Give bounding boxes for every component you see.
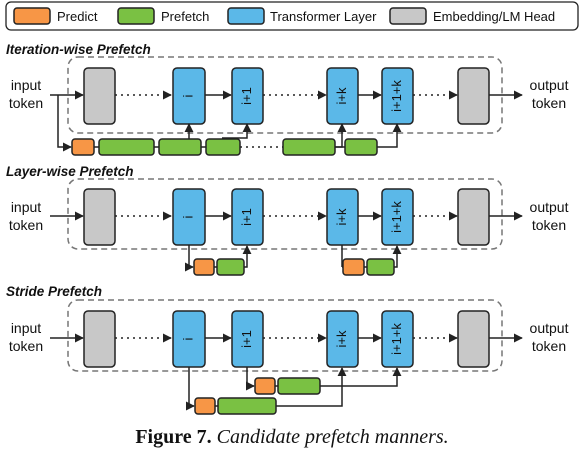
legend: Predict Prefetch Transformer Layer Embed… [5,1,579,31]
output-label: token [532,338,566,354]
output-label: token [532,95,566,111]
layer-label: i [180,215,195,218]
legend-label-transformer: Transformer Layer [270,9,377,24]
prefetch-block [282,138,336,156]
layer-label: i+1 [239,208,254,226]
legend-label-prefetch: Prefetch [161,9,209,24]
figure-caption: Figure 7. Candidate prefetch manners. [0,426,584,466]
section-layer-wise: Layer-wise Prefetch input token output t… [6,164,569,276]
prefetch-block [217,397,277,415]
transformer-layer [381,188,414,246]
section-title: Iteration-wise Prefetch [6,42,151,57]
predict-block [254,377,276,395]
input-label: input [11,77,41,93]
layer-label: i+1 [239,87,254,105]
legend-swatch-embedding [389,7,427,25]
predict-block [194,397,216,415]
predict-block [71,138,95,156]
predict-block [342,258,365,276]
layer-label: i+k [334,87,349,104]
input-label: token [9,217,43,233]
output-label: output [530,199,569,215]
input-label: token [9,95,43,111]
prefetch-block [216,258,245,276]
model-boundary [67,178,503,250]
section-title: Layer-wise Prefetch [6,164,134,179]
embedding-block [83,310,116,368]
layer-label: i [180,337,195,340]
layer-label: i+k [334,330,349,347]
input-label: input [11,320,41,336]
lm-head-block [457,67,490,125]
prefetch-diagram: Predict Prefetch Transformer Layer Embed… [5,1,579,415]
prefetch-block [205,138,241,156]
section-title: Stride Prefetch [6,284,102,299]
lm-head-block [457,188,490,246]
section-iteration-wise: Iteration-wise Prefetch input token outp… [6,42,569,156]
layer-label: i+k [334,208,349,225]
legend-swatch-predict [13,7,51,25]
legend-swatch-prefetch [117,7,155,25]
output-label: output [530,77,569,93]
figure-number: Figure 7. [135,426,212,448]
legend-swatch-transformer [227,7,265,25]
layer-label: i+1 [239,330,254,348]
prefetch-block [98,138,155,156]
embedding-block [83,188,116,246]
caption-text: Candidate prefetch manners. [216,426,449,448]
model-boundary [67,299,503,372]
prefetch-block [158,138,202,156]
legend-label-predict: Predict [57,9,98,24]
section-stride: Stride Prefetch input token output token… [6,284,569,415]
input-label: token [9,338,43,354]
embedding-block [83,67,116,125]
output-label: token [532,217,566,233]
lm-head-block [457,310,490,368]
prefetch-block [366,258,395,276]
layer-label: i+1+k [389,323,404,355]
output-label: output [530,320,569,336]
input-label: input [11,199,41,215]
prefetch-block [277,377,321,395]
prefetch-block [344,138,378,156]
layer-label: i [180,94,195,97]
legend-label-embedding: Embedding/LM Head [433,9,555,24]
layer-label: i+1+k [389,201,404,233]
layer-label: i+1+k [389,80,404,112]
transformer-layer [381,310,414,368]
transformer-layer [326,310,359,368]
transformer-layer [231,188,264,246]
predict-block [193,258,215,276]
